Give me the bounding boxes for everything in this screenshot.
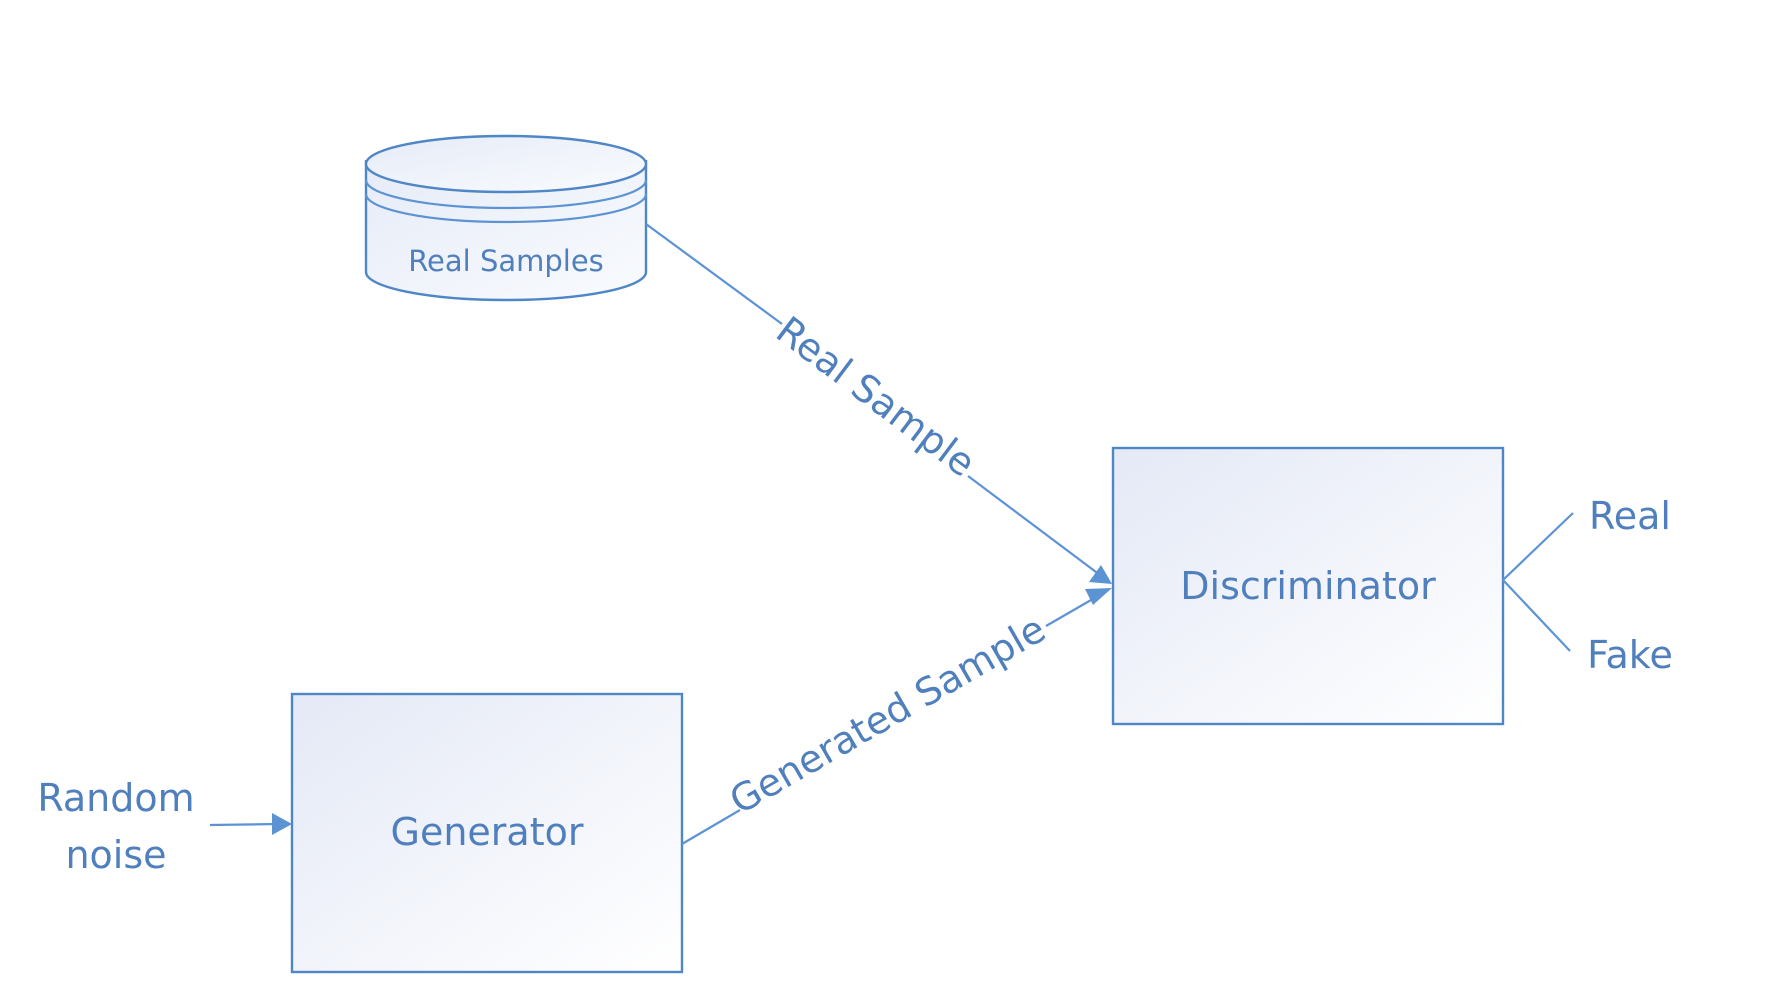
fake-output-line [1502,579,1571,652]
fake-output-label: Fake [1587,633,1673,677]
discriminator-node: Discriminator [1111,446,1505,726]
generator-node: Generator [290,692,684,974]
database-ring-1 [364,179,648,210]
real-samples-label: Real Samples [408,244,604,278]
real-sample-edge: Real Sample [645,223,1112,584]
discriminator-label: Discriminator [1180,564,1436,608]
noise-to-generator-arrow [209,813,292,835]
real-sample-edge-label: Real Sample [768,308,983,485]
random-noise-label-line1: Random [37,776,194,820]
generated-sample-edge: Generated Sample [681,588,1112,845]
database-body [364,160,648,302]
real-sample-line-b [967,475,1101,576]
generated-sample-line-a [681,809,741,845]
real-sample-line-a [645,223,783,325]
random-noise-input: Random noise [37,776,194,877]
generated-sample-arrowhead [1085,588,1112,605]
real-output-line [1502,512,1574,581]
real-samples-database: Real Samples [364,134,648,302]
generator-box [290,692,684,974]
database-top [364,134,648,194]
real-output-label: Real [1589,494,1671,538]
generated-sample-line-b [1045,595,1099,627]
database-ring-2 [364,193,648,224]
discriminator-outputs: Real Fake [1502,494,1673,677]
real-sample-arrowhead [1089,565,1112,584]
generator-label: Generator [391,810,584,854]
random-noise-label-line2: noise [65,833,166,877]
discriminator-box [1111,446,1505,726]
generated-sample-edge-label: Generated Sample [722,607,1052,823]
